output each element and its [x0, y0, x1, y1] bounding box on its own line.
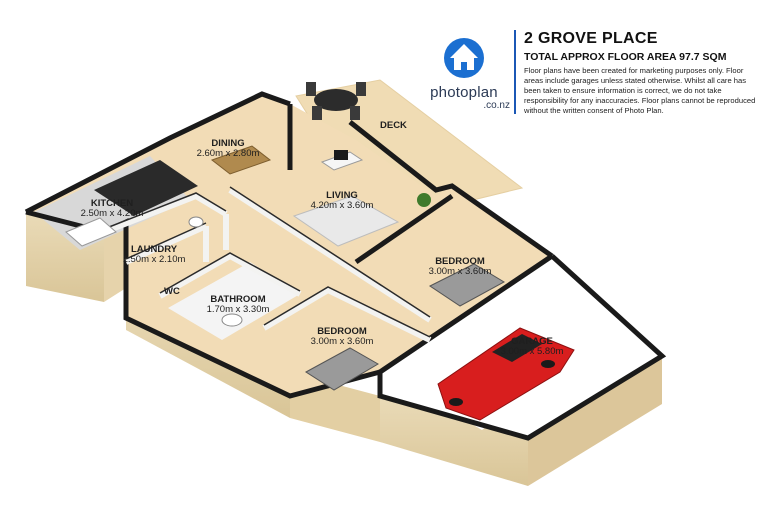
- plant: [417, 193, 431, 207]
- interior-walls-edge: [103, 186, 431, 338]
- room-dims-kitchen: 2.50m x 4.20m: [81, 208, 144, 219]
- floor-area: TOTAL APPROX FLOOR AREA 97.7 SQM: [524, 51, 727, 63]
- header-divider: [514, 30, 516, 114]
- exterior-wall-garage-front: [380, 396, 528, 486]
- deck-chair: [312, 106, 322, 120]
- photoplan-logo: [444, 38, 484, 78]
- room-label-garage: GARAGE: [511, 336, 553, 347]
- kitchen-island: [65, 217, 117, 247]
- room-label-dining: DINING: [211, 138, 244, 149]
- room-dims-laundry: 1.50m x 2.10m: [123, 254, 186, 265]
- living-rug: [292, 195, 400, 247]
- car: [437, 327, 575, 421]
- room-label-laundry: LAUNDRY: [131, 244, 178, 255]
- kitchen-bench: [94, 160, 198, 216]
- logo-wordmark: photoplan: [430, 84, 498, 101]
- property-info: 2 GROVE PLACE TOTAL APPROX FLOOR AREA 97…: [524, 30, 756, 116]
- deck-chair: [350, 106, 360, 120]
- room-label-bedroom-south: BEDROOM: [317, 326, 367, 337]
- bathroom-floor: [168, 262, 300, 340]
- room-label-kitchen: KITCHEN: [91, 198, 133, 209]
- room-label-bedroom-east: BEDROOM: [435, 256, 485, 267]
- room-label-wc: WC: [164, 286, 180, 297]
- room-dims-garage: 3.00m x 5.80m: [501, 346, 564, 357]
- exterior-wall-garage-right: [528, 356, 662, 486]
- deck-table: [314, 89, 358, 111]
- bed-bedroom-south: [305, 347, 379, 391]
- room-label-living: LIVING: [326, 190, 358, 201]
- room-dims-bedroom-south: 3.00m x 3.60m: [311, 336, 374, 347]
- interior-walls: [102, 187, 432, 343]
- exterior-wall-front-west: [104, 222, 126, 302]
- deck-chair: [306, 82, 316, 96]
- room-dims-living: 4.20m x 3.60m: [311, 200, 374, 211]
- room-label-deck: DECK: [380, 120, 407, 131]
- logo-domain: .co.nz: [483, 100, 510, 111]
- house-icon: [450, 44, 478, 70]
- room-label-bathroom: BATHROOM: [210, 294, 265, 305]
- property-title: 2 GROVE PLACE: [524, 30, 658, 47]
- dining-table: [210, 145, 272, 175]
- room-dims-bathroom: 1.70m x 3.30m: [207, 304, 270, 315]
- toilet: [188, 216, 204, 228]
- room-dims-bedroom-east: 3.00m x 3.60m: [429, 266, 492, 277]
- bath-fixture: [221, 313, 243, 327]
- room-dims-dining: 2.60m x 2.80m: [197, 148, 260, 159]
- deck-chair: [356, 82, 366, 96]
- tv-screen: [334, 150, 348, 160]
- disclaimer-text: Floor plans have been created for market…: [524, 66, 756, 115]
- bed-bedroom-east: [429, 263, 506, 307]
